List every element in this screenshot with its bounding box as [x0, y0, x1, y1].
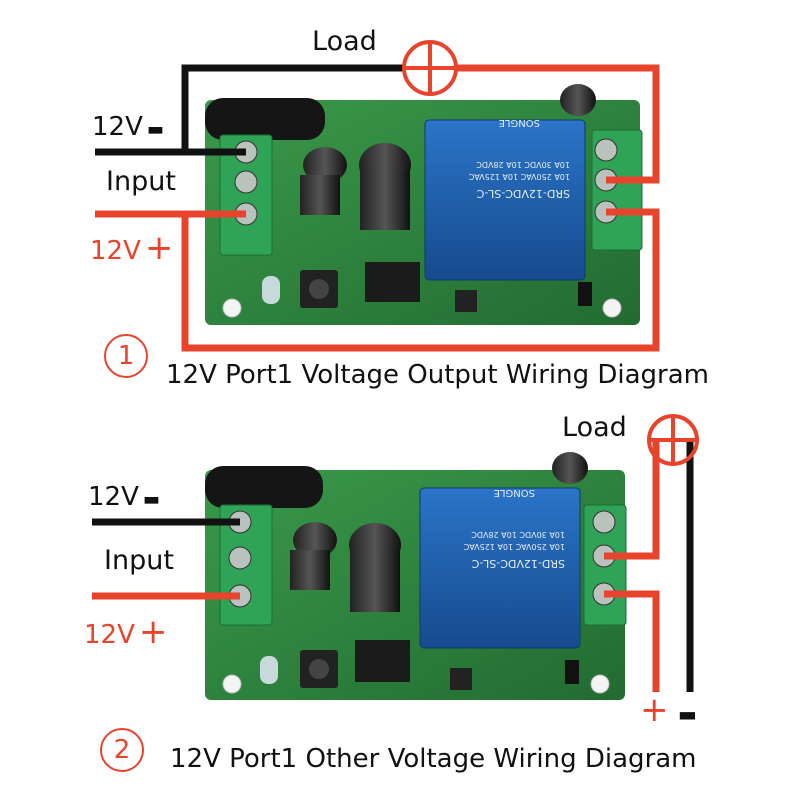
ic-chip-1 [365, 262, 420, 302]
output-minus-2: ▬ [678, 702, 697, 726]
wire-red-load-1 [455, 64, 660, 184]
minus-sign-1: ▬ [146, 119, 164, 140]
relay-rating-1a: 10A 250VAC 10A 125VAC [468, 172, 570, 181]
relay-rating-1b: 10A 30VDC 10A 28VDC [476, 160, 570, 169]
plus-label-2-text: 12V [84, 620, 135, 650]
caption-1: 12V Port1 Voltage Output Wiring Diagram [166, 360, 710, 390]
wires-2 [92, 414, 699, 692]
relay-1 [424, 119, 586, 281]
input-label-2: Input [104, 545, 174, 576]
relay-rating-2a: 10A 250VAC 10A 125VAC [463, 542, 565, 551]
minus-label-2: 12V▬ [88, 482, 160, 512]
plus-label-1-text: 12V [90, 236, 141, 266]
load-label-2: Load [562, 412, 627, 443]
output-plus-2: + [640, 690, 669, 730]
wire-black-1 [95, 64, 405, 156]
input-label-1: Input [106, 166, 176, 197]
relay-rating-2b: 10A 30VDC 10A 28VDC [471, 530, 565, 539]
relay-brand-1: SONGLE [499, 117, 540, 128]
load-label-1: Load [312, 26, 377, 57]
relay-brand-2: SONGLE [494, 487, 535, 498]
wire-red-load-2 [604, 440, 660, 560]
wire-red-loop-1 [181, 208, 660, 352]
minus-label-2-text: 12V [88, 482, 139, 512]
minus-sign-2: ▬ [142, 489, 160, 510]
plus-sign-2: + [138, 612, 168, 652]
wires-1 [95, 40, 660, 352]
plus-label-1: 12V+ [90, 228, 173, 268]
relay-text-2: SRD-12VDC-SL-C 10A 250VAC 10A 125VAC 10A… [463, 487, 565, 570]
minus-label-1-text: 12V [92, 112, 143, 142]
diagram-number-1: 1 [104, 334, 148, 378]
caption-2: 12V Port1 Other Voltage Wiring Diagram [170, 744, 697, 774]
relay-text-1: SRD-12VDC-SL-C 10A 250VAC 10A 125VAC 10A… [468, 117, 570, 200]
relay-model-2: SRD-12VDC-SL-C [471, 557, 565, 570]
capacitor-1a [303, 147, 347, 183]
board-2 [205, 452, 627, 700]
relay-model-1: SRD-12VDC-SL-C [476, 187, 570, 200]
relay-2 [419, 487, 581, 649]
wire-red-out-2 [604, 590, 660, 692]
minus-label-1: 12V▬ [92, 112, 164, 142]
plus-sign-1: + [144, 228, 174, 268]
input-terminal-1 [219, 134, 273, 256]
board-1 [205, 84, 643, 325]
diagram-number-2: 2 [100, 728, 144, 772]
antenna-coil-2 [205, 466, 323, 508]
ic-chip-2 [355, 640, 410, 682]
antenna-coil-1 [205, 98, 325, 140]
plus-label-2: 12V+ [84, 612, 167, 652]
